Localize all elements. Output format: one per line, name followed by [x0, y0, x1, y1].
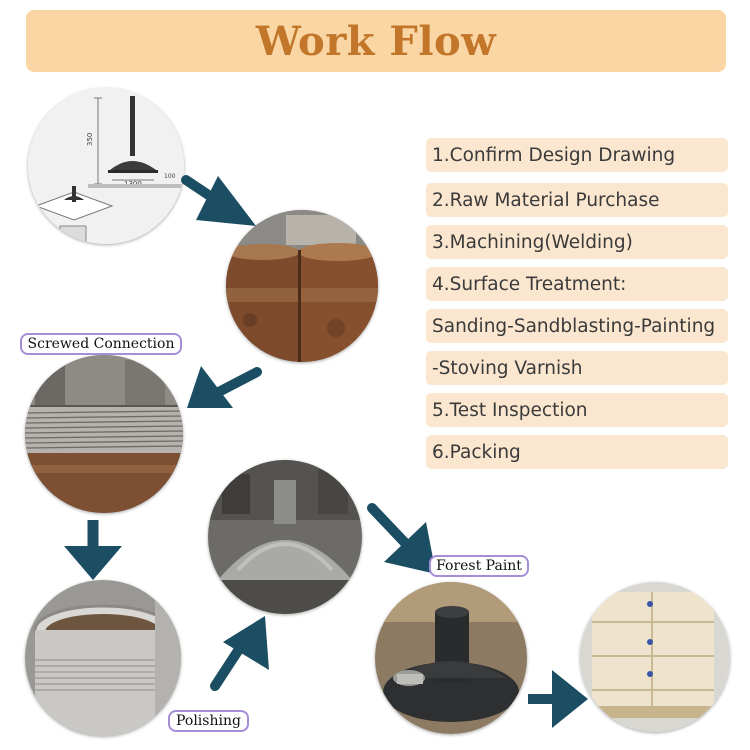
welded-dome-image [208, 460, 362, 614]
arrow-welding-to-painting-icon [364, 500, 440, 578]
design-drawing-photo: 350 1300 100 [28, 88, 184, 244]
packing-photo [580, 582, 730, 732]
polished-pipes-image [25, 580, 181, 736]
step-6: 6.Packing [426, 435, 728, 469]
rusty-pipes-image [226, 210, 378, 362]
painted-fitting-image [375, 582, 527, 734]
step-4-detail-a: Sanding-Sandblasting-Painting [426, 309, 728, 343]
arrow-drawing-to-material-icon [178, 170, 258, 230]
step-5: 5.Test Inspection [426, 393, 728, 427]
welding-photo [208, 460, 362, 614]
dimension-small: 100 [164, 173, 176, 180]
step-1: 1.Confirm Design Drawing [426, 138, 728, 172]
painting-photo [375, 582, 527, 734]
polishing-label: Polishing [168, 710, 249, 732]
wooden-crate-image [580, 582, 730, 732]
step-2: 2.Raw Material Purchase [426, 183, 728, 217]
forest-paint-label: Forest Paint [429, 555, 529, 577]
arrow-painting-to-packing-icon [526, 668, 588, 730]
step-4: 4.Surface Treatment: [426, 267, 728, 301]
arrow-material-to-screwed-icon [183, 360, 265, 412]
dimension-height: 350 [86, 133, 94, 146]
screwed-connection-photo [25, 355, 183, 513]
arrow-screwed-to-polishing-icon [62, 518, 124, 582]
title-banner: Work Flow [26, 10, 726, 72]
step-4-detail-b: -Stoving Varnish [426, 351, 728, 385]
raw-material-photo [226, 210, 378, 362]
screwed-connection-label: Screwed Connection [20, 333, 182, 355]
page-title: Work Flow [255, 17, 497, 65]
polishing-photo [25, 580, 181, 736]
design-drawing-image: 350 1300 100 [28, 88, 184, 244]
step-3: 3.Machining(Welding) [426, 225, 728, 259]
threaded-pipe-image [25, 355, 183, 513]
arrow-polishing-to-welding-icon [205, 612, 271, 692]
